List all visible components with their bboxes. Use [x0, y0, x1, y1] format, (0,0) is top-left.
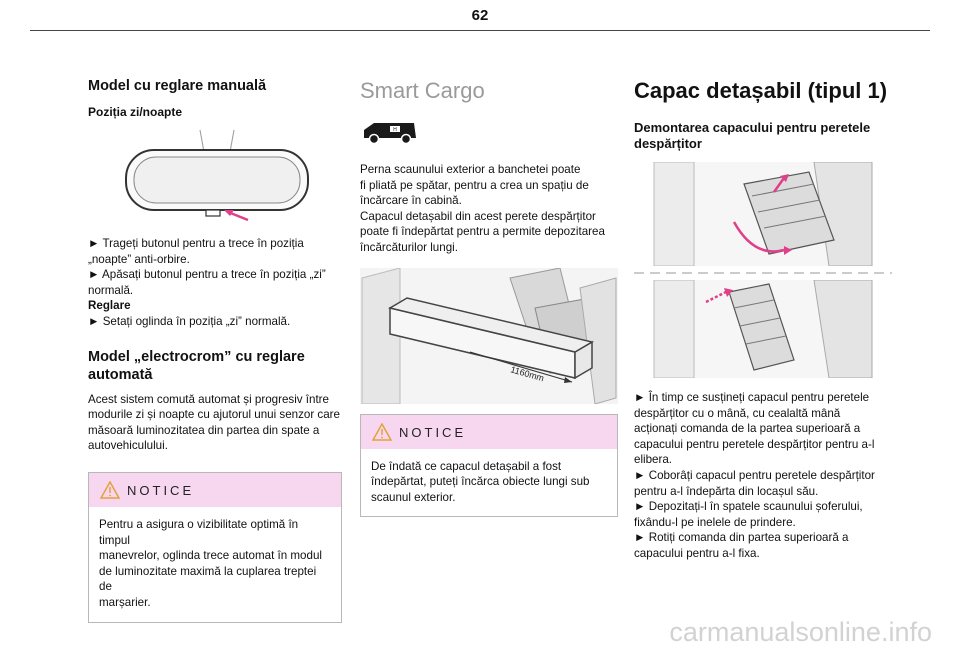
section-heading-electrochrome: Model „electrocrom” cu reglare automată [88, 348, 342, 384]
text-line: capacului pentru peretele despărțitor pe… [634, 437, 875, 451]
cover-removal-illustration-2 [653, 280, 873, 378]
notice-text: Pentru a asigura o vizibilitate optimă î… [89, 507, 341, 622]
watermark: carmanualsonline.info [669, 617, 932, 647]
text-line: Pentru a asigura o vizibilitate optimă î… [99, 517, 299, 547]
text-line: autovehiculului. [88, 439, 168, 453]
text-line: scaunul exterior. [371, 490, 456, 504]
text-line: De îndată ce capacul detașabil a fost [371, 459, 562, 473]
subheading-day-night: Poziția zi/noapte [88, 105, 183, 119]
notice-box: NOTICE Pentru a asigura o vizibilitate o… [88, 471, 342, 623]
heading-line: automată [88, 366, 153, 383]
text-line: marșarier. [99, 595, 151, 609]
dashed-divider [634, 272, 892, 274]
text-line: elibera. [634, 453, 673, 467]
text-line: fixându-l pe inelele de prindere. [634, 515, 796, 529]
notice-title: NOTICE [399, 424, 467, 440]
van-icon: H [364, 123, 416, 145]
text-line: de luminozitate maximă la cuplarea trept… [99, 564, 317, 594]
warning-icon [372, 422, 392, 441]
text-line: îndepărtat, puteți încărca obiecte lungi… [371, 475, 590, 489]
column-mirror: Model cu reglare manuală Poziția zi/noap… [88, 78, 342, 623]
text-line: ► În timp ce susțineți capacul pentru pe… [634, 391, 870, 404]
text-line: ► Depozitați-l în spatele scaunului șofe… [634, 500, 863, 514]
text-line: Capacul detașabil din acest perete despă… [360, 209, 596, 223]
cargo-space-illustration: 1160mm [360, 267, 618, 404]
text-line: încărcăturilor lungi. [360, 240, 458, 254]
text-line: fi pliată pe spătar, pentru a crea un sp… [360, 178, 589, 192]
text-line: pentru a-l îndepărta din locașul său. [634, 484, 819, 498]
text-line: măsoară luminozitatea din partea din spa… [88, 423, 320, 437]
text-line: despărțitor cu o mână, cu cealaltă mână [634, 406, 841, 420]
notice-header: NOTICE [89, 472, 341, 507]
text-line: acționați comanda de la partea superioar… [634, 422, 861, 436]
heading-line: despărțitor [634, 136, 702, 151]
text-line: ► Rotiți comanda din partea superioară a [634, 531, 849, 545]
text-line: „noapte” anti-orbire. [88, 252, 190, 266]
text-line: ► Setați oglinda în poziția „zi” normală… [88, 314, 291, 328]
section-title-smart-cargo: Smart Cargo [360, 78, 485, 103]
svg-text:H: H [393, 127, 397, 133]
warning-icon [100, 480, 120, 499]
notice-header: NOTICE [361, 414, 617, 449]
text-line: poate fi îndepărtat pentru a permite dep… [360, 225, 605, 239]
column-smart-cargo: Smart Cargo H Perna scaunului exterior a… [360, 78, 618, 518]
page-number: 62 [471, 7, 489, 24]
subheading-removal: Demontarea capacului pentru peretele des… [634, 120, 892, 152]
rear-mirror-illustration [125, 129, 309, 222]
text-line: ► Coborâți capacul pentru peretele despă… [634, 468, 875, 482]
text-line: ► Trageți butonul pentru a trece în pozi… [88, 237, 304, 250]
notice-box: NOTICE De îndată ce capacul detașabil a … [360, 413, 618, 518]
text-line: încărcare în cabină. [360, 194, 462, 208]
text-line: ► Apăsați butonul pentru a trece în pozi… [88, 268, 326, 282]
section-heading-manual: Model cu reglare manuală [88, 78, 267, 94]
text-line: Acest sistem comută automat și progresiv… [88, 392, 329, 406]
heading-line: Demontarea capacului pentru peretele [634, 120, 871, 135]
text-line: capacului pentru a-l fixa. [634, 546, 760, 560]
section-title-removable-cover: Capac detașabil (tipul 1) [634, 78, 888, 103]
text-line: manevrelor, oglinda trece automat în mod… [99, 549, 322, 563]
column-removable-cover: Capac detașabil (tipul 1) Demontarea cap… [634, 78, 892, 562]
top-divider [30, 30, 930, 31]
heading-line: Model „electrocrom” cu reglare [88, 348, 305, 365]
adjust-label: Reglare [88, 299, 131, 313]
text-line: modurile zi și noapte cu ajutorul unui s… [88, 408, 340, 422]
notice-title: NOTICE [127, 482, 195, 498]
text-line: Perna scaunului exterior a banchetei poa… [360, 163, 581, 176]
cover-removal-illustration-1 [653, 162, 873, 266]
notice-text: De îndată ce capacul detașabil a fost în… [361, 449, 617, 517]
text-line: normală. [88, 283, 134, 297]
